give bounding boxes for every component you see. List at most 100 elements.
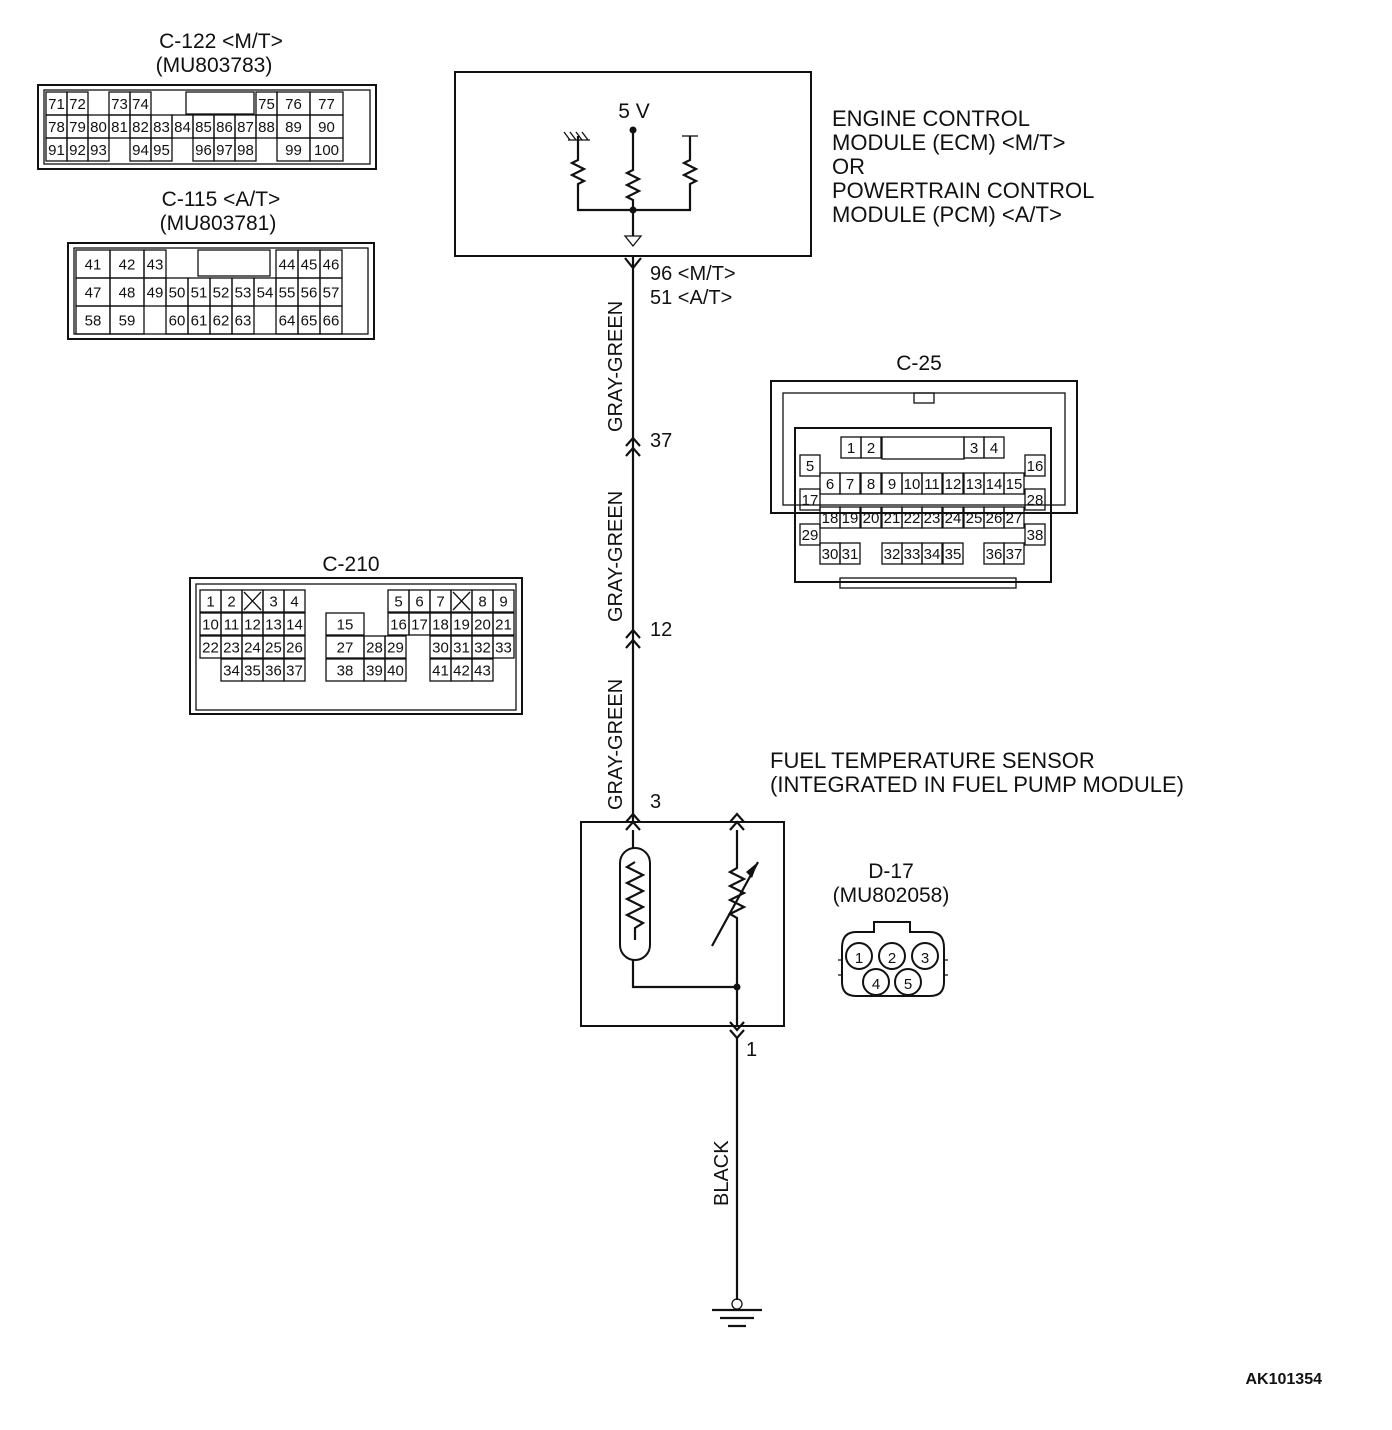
c210-pin-4-box (283, 589, 306, 613)
capsule-lead-bottom (631, 960, 737, 989)
c122-pin-73-label: 73 (111, 96, 128, 113)
pin-3-terminal-icon (625, 812, 641, 831)
c210-pin-32-label: 32 (474, 640, 491, 657)
c25-pin-22: 22 (901, 506, 923, 529)
c210-pin-17: 17 (408, 612, 431, 636)
ecm-label-line-1: ENGINE CONTROL (832, 106, 1030, 131)
c210-pin-14-box (283, 612, 306, 636)
c210-pin-29: 29 (384, 635, 407, 659)
c25-pin-6-label: 6 (826, 476, 834, 493)
c210-pin-40-label: 40 (387, 663, 404, 680)
c122-pin-94: 94 (129, 137, 152, 162)
c115-pin-44: 44 (275, 249, 299, 279)
c122-pin-93-label: 93 (90, 142, 107, 159)
c210-pin-33-box (492, 635, 515, 659)
d17-pin-4-ring (862, 968, 890, 996)
c25-pin-29-label: 29 (802, 527, 819, 544)
d17-pin-2-ring (878, 942, 906, 970)
c115-pin-55: 55 (275, 277, 299, 307)
c25-key (881, 436, 965, 460)
c25-pin-35: 35 (942, 542, 964, 565)
c122-pin-99: 99 (276, 137, 311, 162)
c210-pin-14-label: 14 (286, 617, 303, 634)
c25-pin-17: 17 (799, 488, 821, 511)
c210-pin-29-label: 29 (387, 640, 404, 657)
c122-pin-72: 72 (66, 91, 89, 116)
c25-pin-34-box (921, 542, 943, 565)
c25-pin-27-label: 27 (1006, 510, 1023, 527)
ground-icon (712, 1308, 762, 1328)
sensor-pin-3-label: 3 (650, 791, 661, 813)
c25-pin-28-box (1024, 488, 1046, 511)
c25-pin-28-label: 28 (1027, 492, 1044, 509)
c210-pin-16: 16 (387, 612, 410, 636)
c210-pin-13: 13 (262, 612, 285, 636)
c25-pin-23: 23 (921, 506, 943, 529)
c25-pin-31-label: 31 (842, 546, 859, 563)
c122-pin-74-label: 74 (132, 96, 149, 113)
c115-pin-50-label: 50 (169, 285, 186, 302)
c115-pin-65: 65 (297, 305, 321, 335)
c210-pin-9-label: 9 (499, 594, 507, 611)
c115-pin-56-label: 56 (301, 285, 318, 302)
d17-title: D-17 (868, 860, 914, 883)
c210-pin-43-box (471, 658, 494, 682)
c210-pin-18: 18 (429, 612, 452, 636)
thermistor-element-icon (624, 861, 646, 940)
c210-pin-9-box (492, 589, 515, 613)
c122-pin-83-label: 83 (153, 119, 170, 136)
c25-lower-lip (839, 577, 1017, 589)
c25-pin-7: 7 (839, 472, 861, 495)
c25-pin-27-box (1003, 506, 1025, 529)
c115-pin-48: 48 (109, 277, 145, 307)
c25-pin-14-label: 14 (986, 476, 1003, 493)
c210-pin-26-box (283, 635, 306, 659)
c115-pin-47-label: 47 (85, 285, 102, 302)
c210-pin-15: 15 (325, 612, 365, 636)
c25-pin-25-label: 25 (966, 510, 983, 527)
c25-pin-20-box (860, 506, 882, 529)
c115-pin-60: 60 (165, 305, 189, 335)
c25-pin-20: 20 (860, 506, 882, 529)
c115-pin-66: 66 (319, 305, 343, 335)
c210-pin-34: 34 (220, 658, 243, 682)
c210-pin-28-label: 28 (366, 640, 383, 657)
c210-pin-37-label: 37 (286, 663, 303, 680)
c122-pin-83: 83 (150, 114, 173, 139)
c210-pin-24-label: 24 (244, 640, 261, 657)
c25-pin-29-box (799, 523, 821, 546)
c25-pin-16-label: 16 (1027, 458, 1044, 475)
c210-pin-7: 7 (429, 589, 452, 613)
c210-pin-3-label: 3 (269, 594, 277, 611)
c115-pin-59-label: 59 (119, 313, 136, 330)
ecm-terminal-icon (624, 257, 642, 270)
c25-pin-31: 31 (839, 542, 861, 565)
c210-pin-1-label: 1 (206, 594, 214, 611)
c122-pin-87: 87 (234, 114, 257, 139)
ecm-module: 5 V ENGINE CONTROL MODULE (ECM) <M/T> OR… (454, 71, 1094, 257)
c210-pin-13-label: 13 (265, 617, 282, 634)
c115-pin-64-label: 64 (279, 313, 296, 330)
thermistor-capsule (619, 847, 651, 961)
c115-pin-60-label: 60 (169, 313, 186, 330)
c210-pin-36-label: 36 (265, 663, 282, 680)
c210-pin-10: 10 (199, 612, 222, 636)
c122-pin-98-box (234, 137, 257, 162)
c115-pin-63: 63 (231, 305, 255, 335)
c25-pin-10: 10 (901, 472, 923, 495)
c25-pin-15-label: 15 (1006, 476, 1023, 493)
c25-latch (913, 392, 935, 404)
c210-pin-35: 35 (241, 658, 264, 682)
c25-pin-18: 18 (819, 506, 841, 529)
ecm-label-line-5: MODULE (PCM) <A/T> (832, 202, 1062, 227)
c210-pin-26-label: 26 (286, 640, 303, 657)
c210-pin-12-label: 12 (244, 617, 261, 634)
c210-pin-4-label: 4 (290, 594, 298, 611)
c25-pin-24-box (942, 506, 964, 529)
c210-pin-6: 6 (408, 589, 431, 613)
c25-pin-35-label: 35 (945, 546, 962, 563)
